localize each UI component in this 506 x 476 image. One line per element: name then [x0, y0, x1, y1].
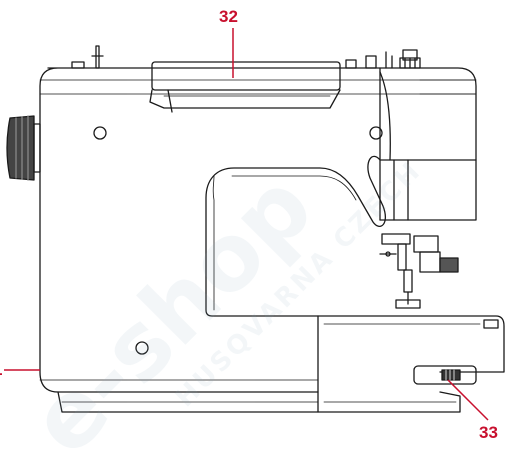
callout-label-left: 1 [0, 361, 2, 378]
sewing-machine-diagram [4, 28, 505, 421]
machine-body-outline [39, 67, 477, 393]
thread-guide-pins [71, 45, 393, 69]
screw-top-left [93, 126, 107, 140]
callout-label-32: 32 [219, 7, 238, 26]
thread-tension-dial [399, 49, 421, 69]
bobbin-cover-slider [413, 365, 477, 385]
carrying-handle [149, 61, 341, 113]
needle-presser-foot [379, 233, 459, 309]
handwheel [6, 115, 41, 181]
screw-top-right [369, 126, 383, 140]
screw-bottom-left [135, 341, 149, 355]
sewing-head [379, 67, 477, 221]
callout-label-33: 33 [479, 423, 498, 442]
leader-line-33 [447, 379, 489, 421]
free-arm-bed [57, 315, 505, 413]
